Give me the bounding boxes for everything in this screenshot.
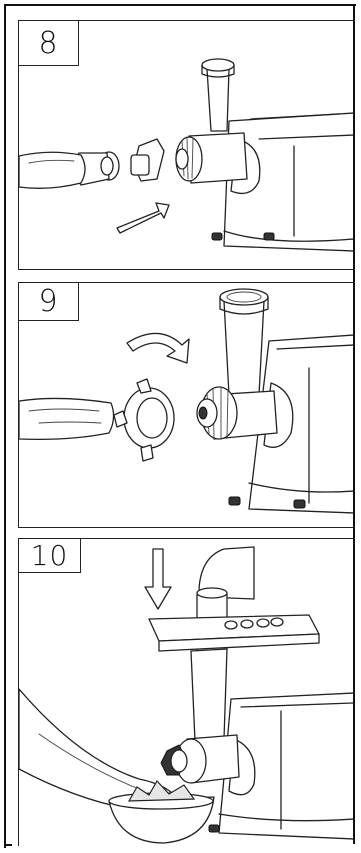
step-9-panel: 9 xyxy=(18,282,353,528)
step-number: 8 xyxy=(19,21,79,66)
step-number: 10 xyxy=(19,539,81,573)
sheet-edge xyxy=(353,4,355,844)
step-number: 9 xyxy=(19,283,79,321)
step-8-panel: 8 xyxy=(18,20,353,270)
sheet-edge-bottom xyxy=(4,844,12,846)
step-10-illustration xyxy=(19,539,353,846)
step-10-panel: 10 xyxy=(18,538,353,846)
